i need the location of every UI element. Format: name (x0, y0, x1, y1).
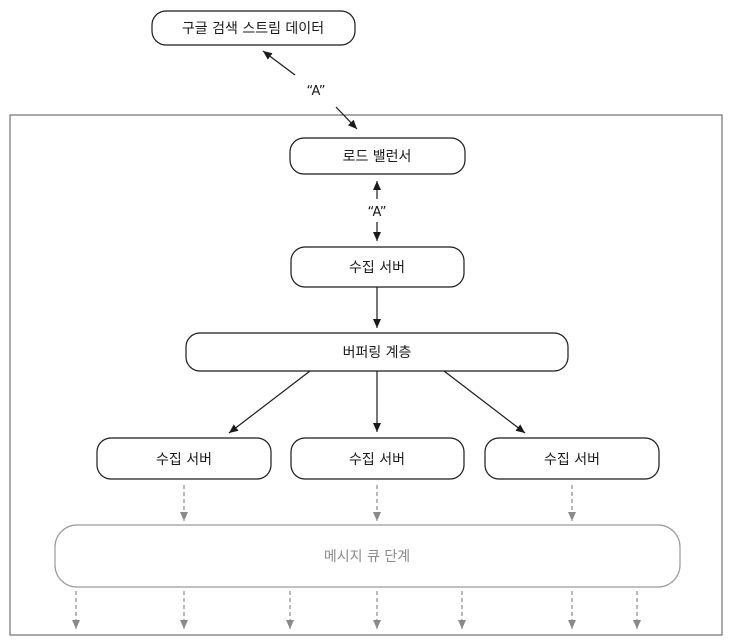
edge-buffering-collector-right (443, 370, 526, 434)
node-load-balancer-label: 로드 밸런서 (343, 149, 412, 165)
node-message-queue: 메시지 큐 단계 (54, 524, 681, 588)
system-boundary (9, 114, 723, 636)
edge-label-lb-collector: “A” (367, 205, 386, 220)
edge-stream-lb-lower (335, 106, 358, 130)
node-buffering-layer-label: 버퍼링 계층 (343, 345, 412, 361)
node-collector-right-label: 수집 서버 (544, 452, 600, 468)
edge-buffering-collector-left (228, 370, 311, 434)
node-collector-left: 수집 서버 (96, 437, 272, 480)
edge-label-stream-lb: “A” (306, 84, 325, 99)
node-load-balancer: 로드 밸런서 (289, 137, 466, 175)
node-collector-top: 수집 서버 (290, 246, 465, 288)
node-collector-top-label: 수집 서버 (349, 260, 405, 276)
node-collector-mid-label: 수집 서버 (349, 452, 405, 468)
node-collector-left-label: 수집 서버 (156, 452, 212, 468)
edge-stream-lb-upper (262, 50, 296, 76)
node-message-queue-label: 메시지 큐 단계 (324, 549, 410, 565)
node-collector-mid: 수집 서버 (290, 437, 465, 480)
node-collector-right: 수집 서버 (484, 437, 660, 480)
node-google-stream: 구글 검색 스트림 데이터 (151, 10, 356, 46)
node-buffering-layer: 버퍼링 계층 (185, 332, 569, 372)
node-google-stream-label: 구글 검색 스트림 데이터 (182, 21, 324, 37)
